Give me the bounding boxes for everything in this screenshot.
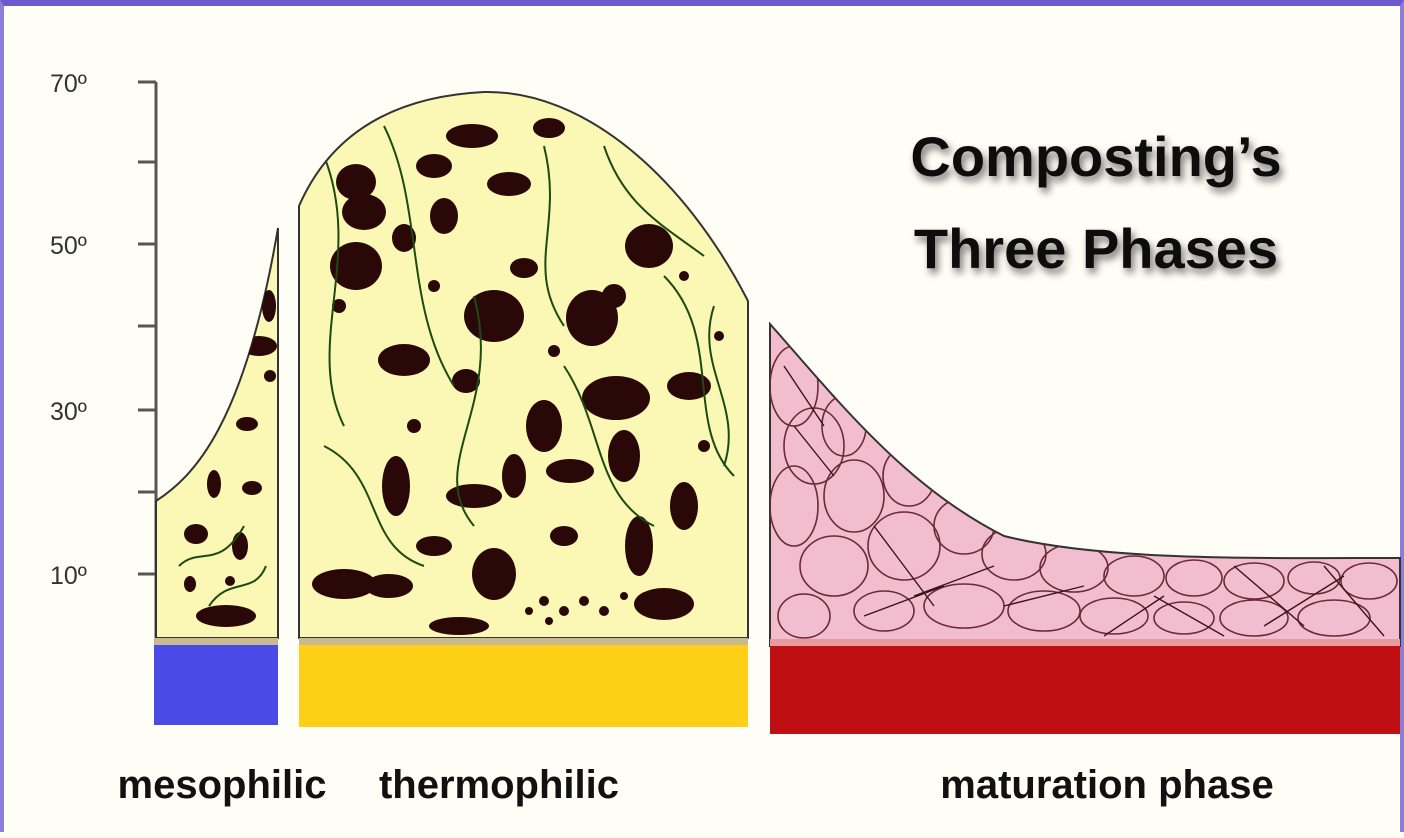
phase-label-thermophilic: thermophilic (379, 763, 619, 807)
thermophilic-band-edge (299, 638, 748, 645)
y-tick-label: 30º (50, 398, 87, 426)
thermophilic-section (299, 92, 748, 727)
y-tick-label: 10º (50, 562, 87, 590)
diagram-canvas: 70º 50º 30º 10º (4, 6, 1404, 838)
diagram-title: Composting’s Three Phases (910, 125, 1281, 280)
title-line: Three Phases (914, 217, 1278, 280)
y-axis: 70º 50º 30º 10º (50, 70, 156, 638)
maturation-color-band (770, 646, 1400, 734)
maturation-section (770, 324, 1400, 734)
thermophilic-color-band (299, 645, 748, 727)
maturation-band-edge (770, 639, 1400, 646)
mesophilic-band-edge (154, 638, 278, 645)
mesophilic-color-band (154, 645, 278, 725)
phase-label-maturation: maturation phase (940, 763, 1273, 807)
title-line: Composting’s (910, 125, 1281, 188)
mesophilic-section (154, 228, 278, 725)
maturation-pile (770, 324, 1400, 646)
y-tick-label: 70º (50, 70, 87, 98)
y-tick-label: 50º (50, 232, 87, 260)
phase-label-mesophilic: mesophilic (118, 763, 327, 807)
